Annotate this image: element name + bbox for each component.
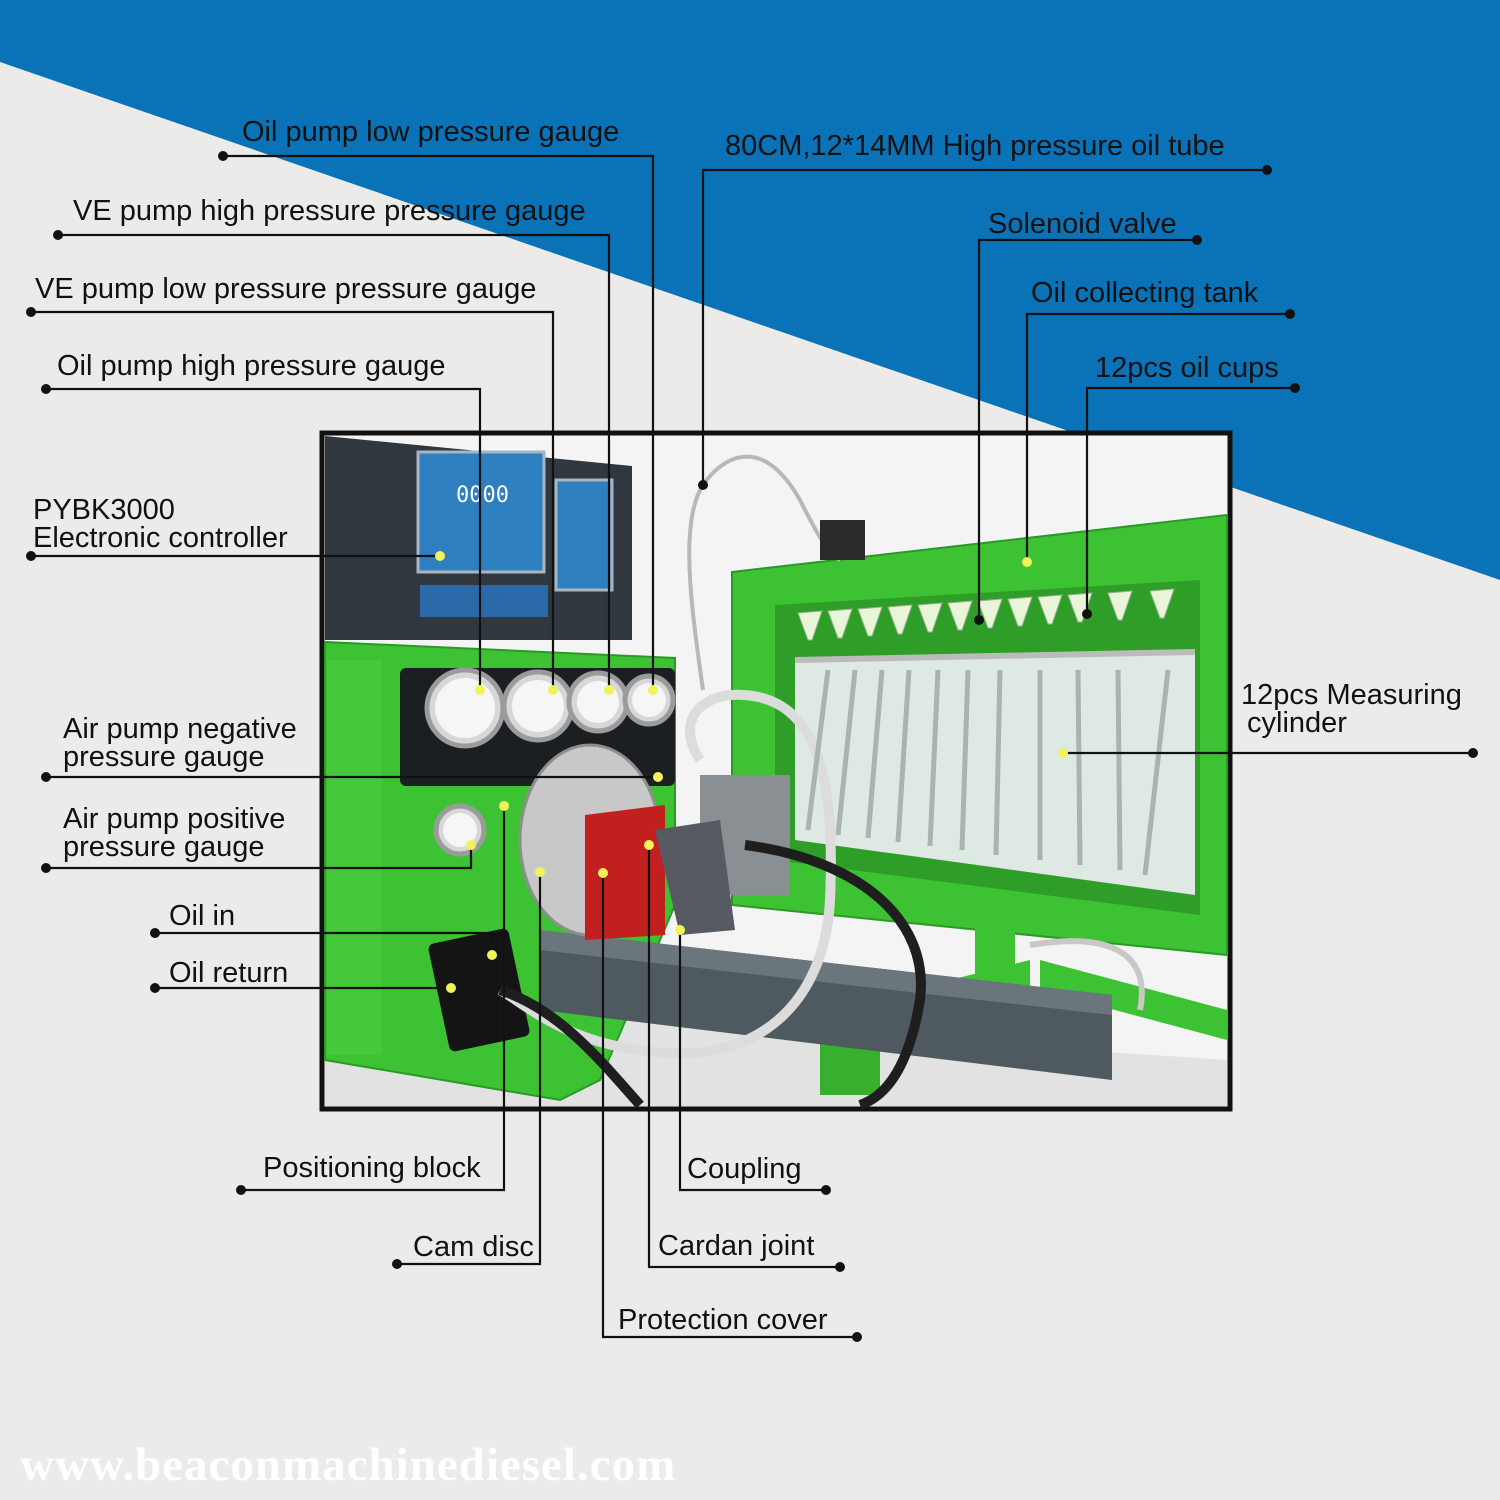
label-solenoid-valve: Solenoid valve bbox=[988, 208, 1177, 240]
label-oil-cups: 12pcs oil cups bbox=[1095, 352, 1279, 384]
label-air-pump-negative-line2: pressure gauge bbox=[63, 741, 265, 773]
label-cam-disc: Cam disc bbox=[413, 1231, 534, 1263]
screen-readout: 0000 bbox=[456, 483, 509, 508]
label-ve-pump-high-pressure-gauge: VE pump high pressure pressure gauge bbox=[73, 195, 586, 227]
label-protection-cover: Protection cover bbox=[618, 1304, 828, 1336]
label-measuring-cylinder: 12pcs Measuring cylinder bbox=[1241, 679, 1462, 739]
label-oil-pump-high-pressure-gauge: Oil pump high pressure gauge bbox=[57, 350, 446, 382]
leader-oil-in bbox=[155, 931, 494, 955]
leader-endpoints bbox=[26, 151, 1478, 1342]
label-oil-in: Oil in bbox=[169, 900, 236, 932]
coupling-housing bbox=[585, 805, 665, 940]
leader-cover bbox=[601, 873, 857, 1339]
measuring-cylinders bbox=[805, 669, 1171, 876]
label-air-pump-positive: Air pump positive pressure gauge bbox=[63, 803, 286, 863]
solenoid-valve-shape bbox=[820, 520, 865, 560]
leader-ve-low bbox=[31, 310, 555, 690]
label-ve-pump-low-pressure-gauge: VE pump low pressure pressure gauge bbox=[35, 273, 537, 305]
label-measuring-cylinder-line2: cylinder bbox=[1247, 707, 1347, 739]
leader-tank bbox=[1025, 312, 1290, 562]
leader-oil-pump-high bbox=[46, 387, 482, 690]
label-electronic-controller: PYBK3000 Electronic controller bbox=[33, 494, 288, 554]
leader-oil-pump-low bbox=[223, 154, 655, 690]
leader-cups bbox=[1085, 386, 1295, 614]
label-oil-return: Oil return bbox=[169, 957, 289, 989]
label-cardan-joint: Cardan joint bbox=[658, 1230, 815, 1262]
leader-coupling bbox=[678, 930, 826, 1192]
leader-solenoid bbox=[977, 238, 1197, 620]
leader-cardan bbox=[647, 845, 840, 1269]
label-air-pump-positive-line1: Air pump positive bbox=[63, 803, 286, 835]
base-rail bbox=[540, 930, 1112, 1080]
label-electronic-controller-line2: Electronic controller bbox=[33, 522, 288, 554]
leader-positioning bbox=[241, 806, 506, 1192]
label-positioning-block: Positioning block bbox=[263, 1152, 481, 1184]
leader-air-positive bbox=[46, 845, 473, 870]
label-oil-pump-low-pressure-gauge: Oil pump low pressure gauge bbox=[242, 116, 620, 148]
leader-cam bbox=[397, 872, 542, 1266]
label-measuring-cylinder-line1: 12pcs Measuring bbox=[1241, 679, 1462, 711]
label-air-pump-negative-line1: Air pump negative bbox=[63, 713, 297, 745]
leader-ve-high bbox=[58, 233, 611, 690]
target-markers bbox=[435, 480, 1092, 993]
website-watermark: www.beaconmachinediesel.com bbox=[20, 1439, 677, 1491]
label-oil-collecting-tank: Oil collecting tank bbox=[1031, 277, 1259, 309]
label-air-pump-negative: Air pump negative pressure gauge bbox=[63, 713, 297, 773]
measuring-cylinder-panel bbox=[795, 650, 1195, 895]
label-air-pump-positive-line2: pressure gauge bbox=[63, 831, 265, 863]
label-high-pressure-oil-tube: 80CM,12*14MM High pressure oil tube bbox=[725, 130, 1225, 162]
label-coupling: Coupling bbox=[687, 1153, 802, 1185]
leader-tube bbox=[701, 168, 1267, 485]
label-electronic-controller-line1: PYBK3000 bbox=[33, 494, 175, 526]
